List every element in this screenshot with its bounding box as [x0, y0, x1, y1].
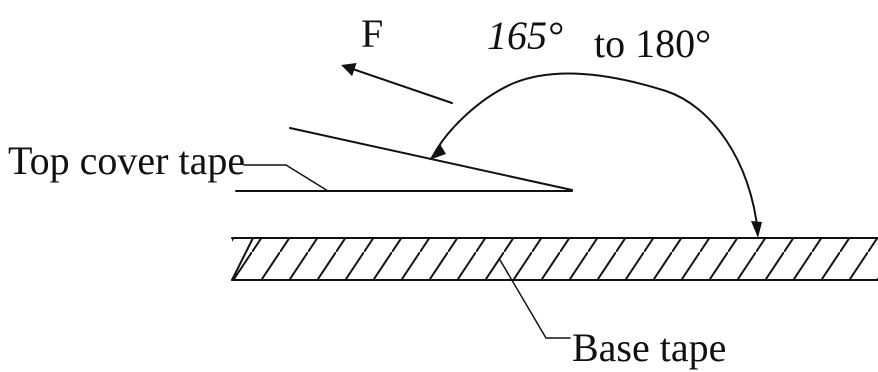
- base-tape-leader: [499, 259, 571, 339]
- top-cover-tape-leader: [243, 164, 329, 192]
- base-tape-left-edge: [231, 237, 254, 281]
- force-label: F: [361, 11, 383, 56]
- peel-angle-arrowhead-right: [751, 221, 762, 238]
- force-arrow: [341, 62, 453, 104]
- top-cover-tape-label: Top cover tape: [8, 138, 245, 183]
- peel-angle-arrowhead-left: [429, 144, 446, 160]
- peel-angle-arc: [432, 72, 759, 235]
- angle-max-label: to 180°: [594, 21, 711, 66]
- base-tape-hatch-fill: [232, 238, 878, 280]
- angle-min-label: 165°: [487, 13, 563, 58]
- base-tape-label: Base tape: [572, 325, 726, 370]
